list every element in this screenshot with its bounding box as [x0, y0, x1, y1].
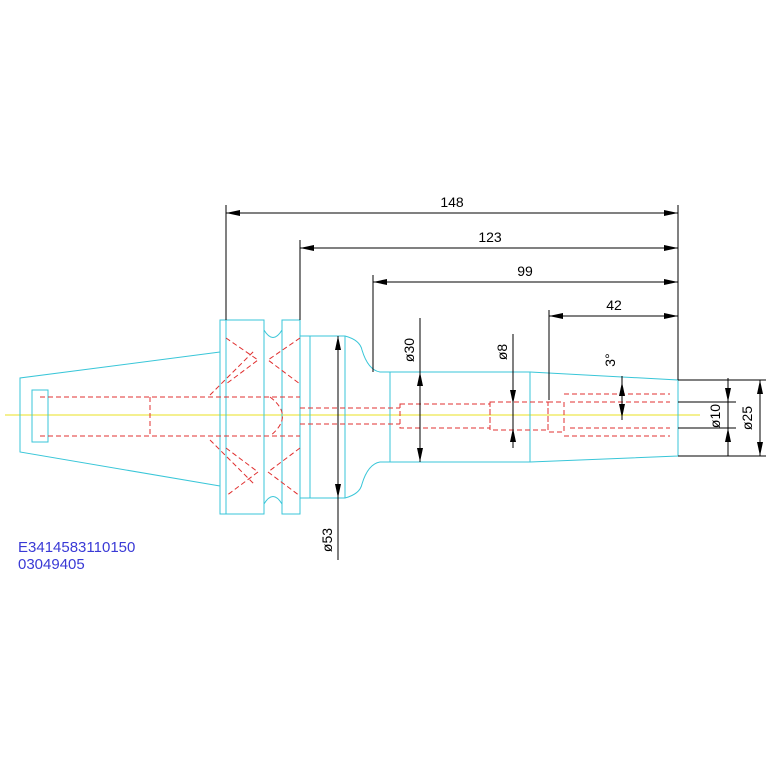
dimension-tip-length: 42 — [549, 297, 678, 319]
dimension-overall-length: 148 — [226, 194, 678, 216]
dim-text-o25: ø25 — [739, 406, 755, 430]
hidden-features — [40, 337, 670, 497]
dimension-tip-diameter: ø25 — [678, 379, 766, 457]
dimension-tip-bore-diameter: ø10 — [678, 378, 736, 456]
dim-text-148: 148 — [440, 194, 464, 210]
dim-text-99: 99 — [517, 263, 533, 279]
dim-text-123: 123 — [478, 229, 502, 245]
dimension-flange-to-tip: 123 — [300, 229, 678, 251]
dim-text-o30: ø30 — [401, 338, 417, 362]
part-code-line1: E3414583110150 — [18, 539, 135, 556]
part-code-line2: 03049405 — [18, 556, 85, 573]
dimension-body-length: 99 — [373, 263, 678, 285]
dimension-bore-diameter: ø8 — [494, 334, 516, 448]
dim-text-o10: ø10 — [707, 404, 723, 428]
extension-lines — [225, 205, 679, 400]
dim-text-o53: ø53 — [319, 528, 335, 552]
tool-holder-outline — [19, 319, 679, 515]
dim-text-3deg: 3° — [602, 353, 618, 366]
dimension-body-diameter: ø30 — [401, 318, 423, 462]
dimension-taper-angle: 3° — [602, 353, 625, 420]
dim-text-42: 42 — [606, 297, 622, 313]
dim-text-o8: ø8 — [494, 344, 510, 361]
dimension-flange-diameter: ø53 — [319, 336, 341, 560]
